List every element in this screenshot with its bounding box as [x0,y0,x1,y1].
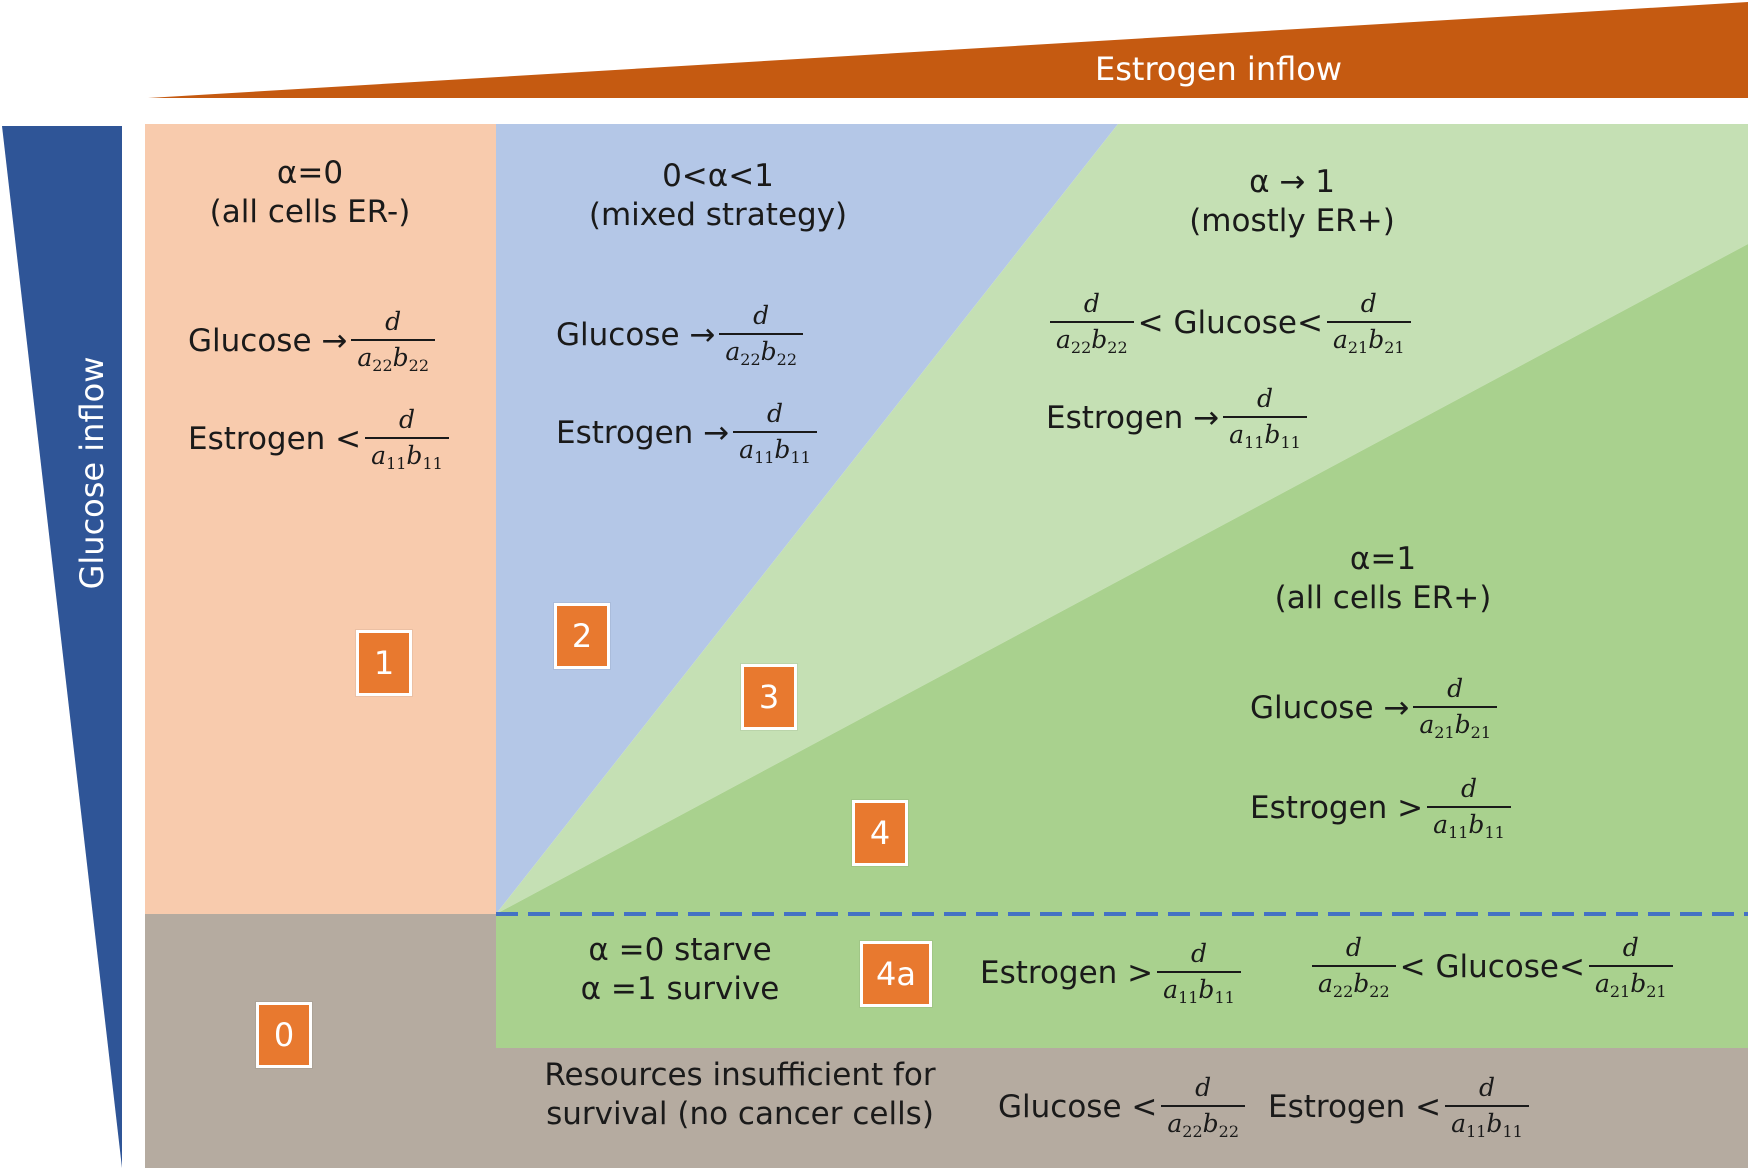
region-4a-area [496,914,1748,1048]
region-0-estrogen-label: Estrogen < [1268,1088,1442,1125]
region-1-title-block: α=0 (all cells ER-) [210,154,411,232]
region-2-subtitle: (mixed strategy) [588,196,848,233]
region-3-title-block: α → 1 (mostly ER+) [1189,163,1395,241]
region-4-badge: 4 [852,800,908,866]
region-0-line2: survival (no cancer cells) [546,1095,934,1132]
region-4-title-block: α=1 (all cells ER+) [1275,540,1492,618]
region-0-line1: Resources insufficient for [544,1057,936,1093]
region-4a-text-block: α =0 starve α =1 survive [581,931,780,1009]
region-4a-glucose-label: < Glucose< [1399,948,1585,985]
region-0-glucose-label: Glucose < [998,1088,1158,1125]
region-2-estrogen-label: Estrogen → [556,414,730,451]
estrogen-inflow-label: Estrogen inflow [1095,50,1342,88]
region-1-badge: 1 [356,630,412,696]
region-1-area [145,124,496,914]
region-3-title: α → 1 [1249,164,1335,200]
region-1-title: α=0 [276,155,344,191]
region-1-subtitle: (all cells ER-) [209,193,411,230]
region-2-title: 0<α<1 [662,158,774,194]
region-2-glucose-label: Glucose → [556,316,716,353]
region-3-badge: 3 [741,664,797,730]
glucose-inflow-label: Glucose inflow [73,356,111,590]
region-1-glucose-label: Glucose → [188,322,348,359]
region-4a-line2: α =1 survive [580,970,780,1007]
region-4-area [496,244,1748,914]
region-4a-estrogen-label: Estrogen > [980,954,1154,991]
region-4-estrogen-label: Estrogen > [1250,789,1424,826]
region-1-estrogen-label: Estrogen < [188,420,362,457]
region-2-title-block: 0<α<1 (mixed strategy) [589,157,847,235]
region-4-subtitle: (all cells ER+) [1274,579,1492,616]
region-3-area [496,124,1748,914]
glucose-inflow-wedge [2,126,122,1168]
region-0-badge: 0 [256,1002,312,1068]
region-4a-badge: 4a [860,941,932,1007]
estrogen-inflow-wedge [148,2,1748,98]
region-0-text-block: Resources insufficient for survival (no … [544,1056,935,1134]
region-4-title: α=1 [1349,541,1417,577]
region-3-glucose-label: < Glucose< [1137,304,1323,341]
region-2-badge: 2 [554,603,610,669]
region-3-estrogen-label: Estrogen → [1046,399,1220,436]
region-4-glucose-label: Glucose → [1250,689,1410,726]
region-4a-line1: α =0 starve [588,932,772,968]
region-3-subtitle: (mostly ER+) [1189,202,1395,239]
